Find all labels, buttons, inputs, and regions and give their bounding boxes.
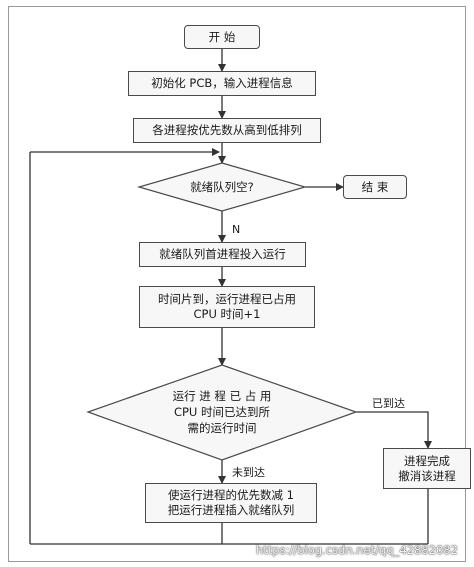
node-run-head: 就绪队列首进程投入运行	[139, 242, 306, 267]
decision-time-reached-label: 运行 进 程 已 占 用 CPU 时间已达到所 需的运行时间	[172, 389, 272, 435]
node-time-slice: 时间片到，运行进程已占用 CPU 时间+1	[139, 286, 315, 328]
node-finish-process: 进程完成 撤消该进程	[383, 448, 471, 489]
edge-label-reached: 已到达	[372, 397, 405, 410]
edge-label-not-reached: 未到达	[232, 466, 265, 479]
node-start: 开 始	[184, 25, 260, 49]
decision-time-reached	[86, 364, 358, 461]
node-end: 结 束	[343, 175, 407, 199]
decision-ready-queue-empty-label: 就绪队列空?	[190, 180, 254, 194]
watermark-text: https://blog.csdn.net/qq_42882082	[256, 543, 458, 557]
node-init-pcb: 初始化 PCB，输入进程信息	[128, 71, 316, 96]
flowchart-frame	[8, 6, 466, 562]
edge-label-n: N	[232, 223, 241, 236]
decision-ready-queue-empty	[136, 162, 308, 212]
node-requeue: 使运行进程的优先数减 1 把运行进程插入就绪队列	[145, 483, 317, 523]
node-sort-priority: 各进程按优先数从高到低排列	[133, 118, 321, 143]
arrow-checktime-finish	[356, 411, 432, 449]
